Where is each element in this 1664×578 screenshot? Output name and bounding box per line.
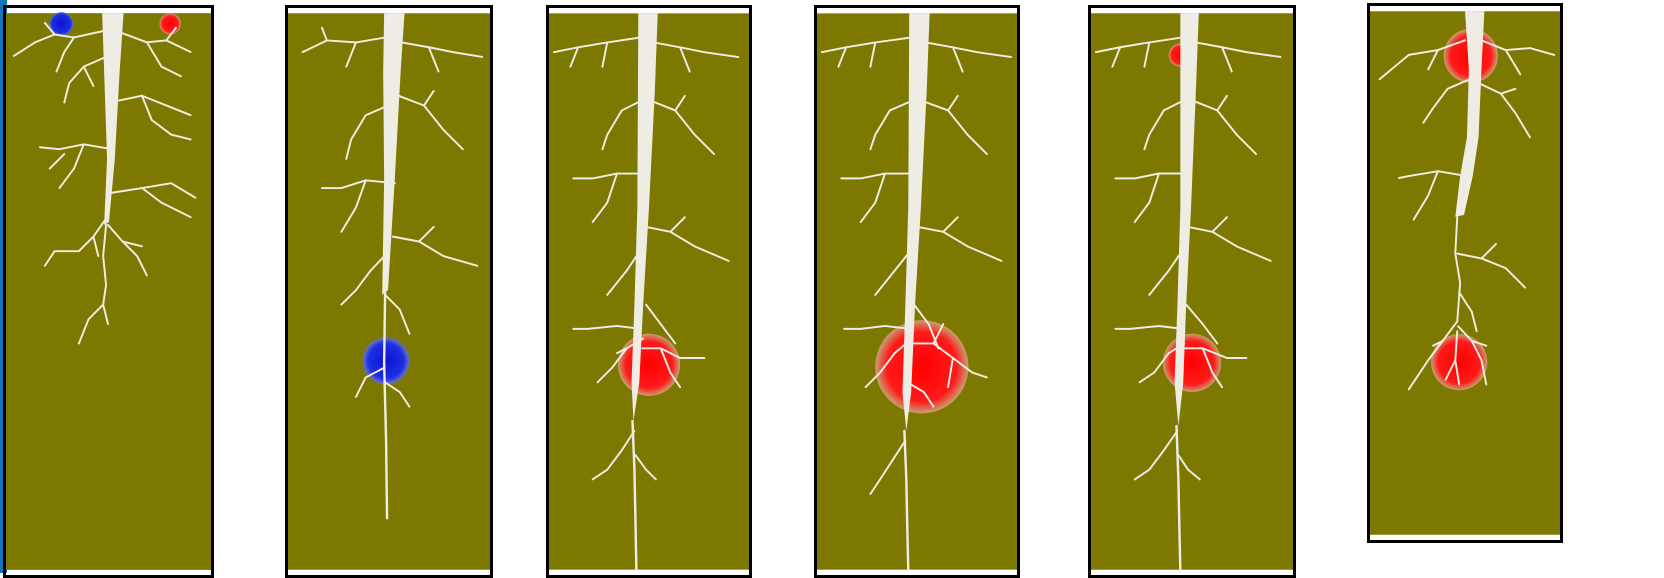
- panel-3-canvas: [549, 8, 749, 575]
- panel-5: [1088, 5, 1296, 578]
- panel-4-canvas: [817, 8, 1017, 575]
- panel-5-canvas: [1091, 8, 1293, 575]
- panel-1: [3, 5, 214, 578]
- panel-4: [814, 5, 1020, 578]
- panel-2: [285, 5, 493, 578]
- panel-1-canvas: [6, 8, 211, 575]
- panel-6: [1367, 3, 1563, 543]
- panel-6-canvas: [1370, 6, 1560, 540]
- blue-patch: [363, 338, 410, 385]
- red-patch: [875, 320, 968, 413]
- soil-background: [1370, 11, 1560, 534]
- panel-2-canvas: [288, 8, 490, 575]
- panel-3: [546, 5, 752, 578]
- red-patch: [1163, 334, 1221, 392]
- red-patch: [160, 13, 181, 34]
- red-patch: [618, 334, 680, 396]
